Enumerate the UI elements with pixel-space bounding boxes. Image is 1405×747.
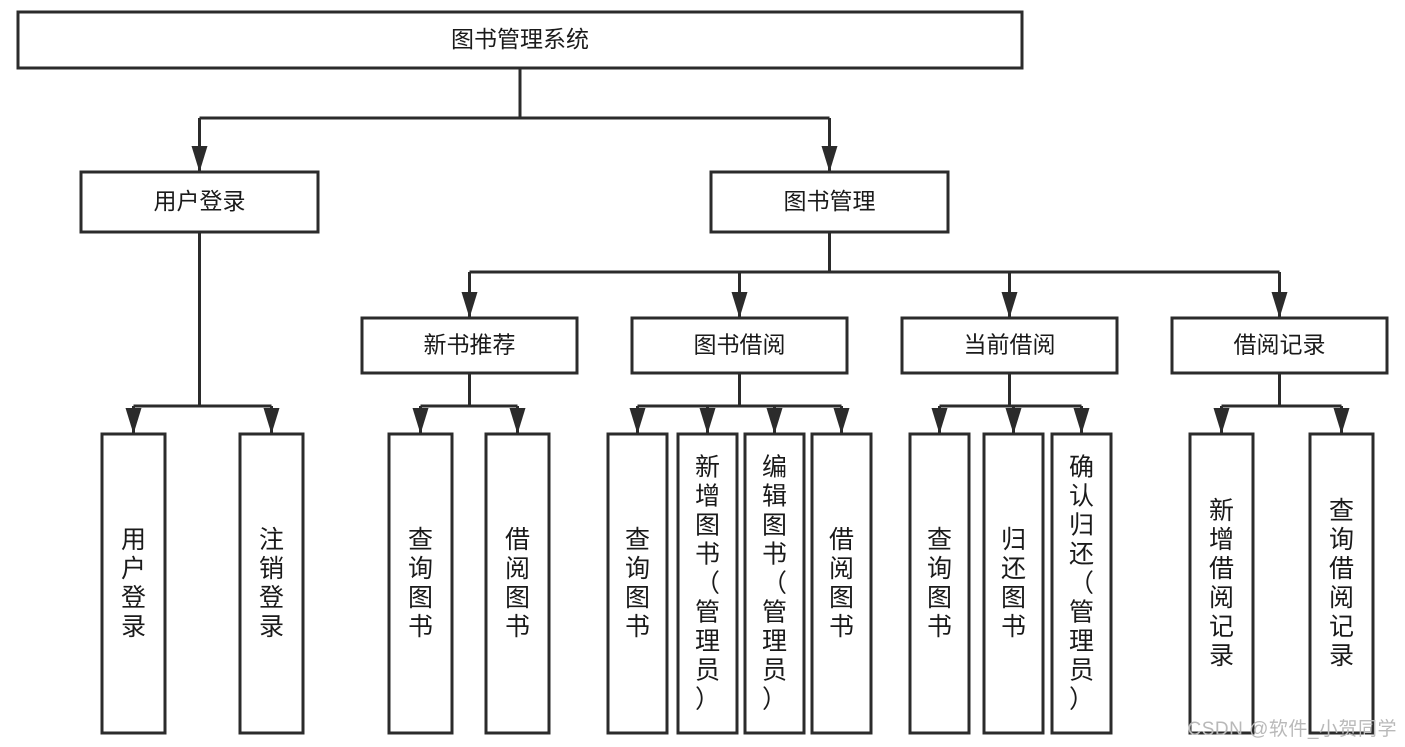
node-rect [1188, 432, 1255, 735]
arrow-head-icon [1005, 408, 1022, 434]
node-rect [360, 316, 579, 375]
node-label: 新增借阅记录 [1209, 497, 1234, 670]
node-rect [630, 316, 849, 375]
node-label: 确认归还（管理员） [1069, 454, 1094, 714]
node-label: 编辑图书（管理员） [762, 454, 787, 714]
node-label: 用户登录 [121, 526, 146, 641]
node-e69fa5e8afa2e59bbee4b9a6[interactable]: 查询图书 [387, 432, 454, 735]
arrow-head-icon [1073, 408, 1090, 434]
node-e7a1aee8aea4e5bd92e8bf98efbc[interactable]: 确认归还（管理员） [1050, 432, 1113, 735]
node-rect [676, 432, 739, 735]
node-e5809fe99885e8aeb0e5bd95[interactable]: 借阅记录 [1170, 316, 1389, 375]
arrow-head-icon [766, 408, 783, 434]
node-e59bbee4b9a6e7aea1e79086[interactable]: 图书管理 [709, 170, 950, 234]
node-label: 查询借阅记录 [1329, 497, 1354, 670]
node-e696b0e5a29ee59bbee4b9a6efbc[interactable]: 新增图书（管理员） [676, 432, 739, 735]
node-label: 新书推荐 [424, 332, 516, 358]
node-rect [100, 432, 167, 735]
node-rect [709, 170, 950, 234]
node-e794a8e688b7e799bbe5bd95[interactable]: 用户登录 [79, 170, 320, 234]
node-label: 图书管理系统 [451, 26, 589, 52]
node-rect [1170, 316, 1389, 375]
watermark-label: CSDN @软件_小贺同学 [1187, 719, 1397, 740]
node-label: 图书管理 [784, 188, 876, 214]
arrow-head-icon [833, 408, 850, 434]
node-label: 查询图书 [625, 526, 650, 641]
arrow-head-icon [1213, 408, 1230, 434]
arrow-head-icon [263, 408, 280, 434]
arrow-head-icon [629, 408, 646, 434]
node-rect [238, 432, 305, 735]
arrow-head-icon [412, 408, 429, 434]
node-e59bbee4b9a6e5809fe99885[interactable]: 图书借阅 [630, 316, 849, 375]
node-label: 新增图书（管理员） [695, 454, 720, 714]
node-rect [387, 432, 454, 735]
arrow-head-icon [931, 408, 948, 434]
node-label: 借阅图书 [505, 526, 530, 641]
node-e5809fe99885e59bbee4b9a6[interactable]: 借阅图书 [484, 432, 551, 735]
node-e5bd92e8bf98e59bbee4b9a6[interactable]: 归还图书 [982, 432, 1045, 735]
node-e5bd93e5898de5809fe99885[interactable]: 当前借阅 [900, 316, 1119, 375]
node-rect [1050, 432, 1113, 735]
node-layer: 图书管理系统用户登录用户登录注销登录图书管理新书推荐查询图书借阅图书图书借阅查询… [16, 10, 1389, 735]
node-rect [982, 432, 1045, 735]
node-rect [908, 432, 971, 735]
node-rect [606, 432, 669, 735]
node-label: 注销登录 [259, 526, 284, 641]
node-rect [900, 316, 1119, 375]
arrow-head-icon [731, 292, 748, 318]
node-e696b0e5a29ee5809fe99885e8ae[interactable]: 新增借阅记录 [1188, 432, 1255, 735]
node-label: 图书借阅 [694, 332, 786, 358]
arrow-head-icon [461, 292, 478, 318]
arrow-head-icon [1001, 292, 1018, 318]
node-e7bc96e8be91e59bbee4b9a6efbc[interactable]: 编辑图书（管理员） [743, 432, 806, 735]
arrow-head-icon [191, 146, 208, 172]
node-label: 归还图书 [1001, 526, 1026, 641]
node-label: 用户登录 [154, 188, 246, 214]
arrow-head-icon [125, 408, 142, 434]
arrow-head-icon [1271, 292, 1288, 318]
arrow-head-icon [821, 146, 838, 172]
node-rect [16, 10, 1024, 70]
arrow-head-icon [1333, 408, 1350, 434]
node-e5809fe99885e59bbee4b9a6[interactable]: 借阅图书 [810, 432, 873, 735]
node-rect [1308, 432, 1375, 735]
node-label: 借阅记录 [1234, 332, 1326, 358]
node-e69fa5e8afa2e5809fe99885e8ae[interactable]: 查询借阅记录 [1308, 432, 1375, 735]
connector-layer [125, 68, 1350, 434]
arrow-head-icon [509, 408, 526, 434]
node-e6b3a8e99480e799bbe5bd95[interactable]: 注销登录 [238, 432, 305, 735]
node-rect [79, 170, 320, 234]
node-root[interactable]: 图书管理系统 [16, 10, 1024, 70]
node-e696b0e4b9a6e68ea8e88d90[interactable]: 新书推荐 [360, 316, 579, 375]
node-rect [810, 432, 873, 735]
node-rect [484, 432, 551, 735]
node-rect [743, 432, 806, 735]
node-label: 查询图书 [408, 526, 433, 641]
node-label: 借阅图书 [829, 526, 854, 641]
node-label: 当前借阅 [964, 332, 1056, 358]
node-label: 查询图书 [927, 526, 952, 641]
arrow-head-icon [699, 408, 716, 434]
node-e69fa5e8afa2e59bbee4b9a6[interactable]: 查询图书 [908, 432, 971, 735]
node-e794a8e688b7e799bbe5bd95[interactable]: 用户登录 [100, 432, 167, 735]
node-e69fa5e8afa2e59bbee4b9a6[interactable]: 查询图书 [606, 432, 669, 735]
